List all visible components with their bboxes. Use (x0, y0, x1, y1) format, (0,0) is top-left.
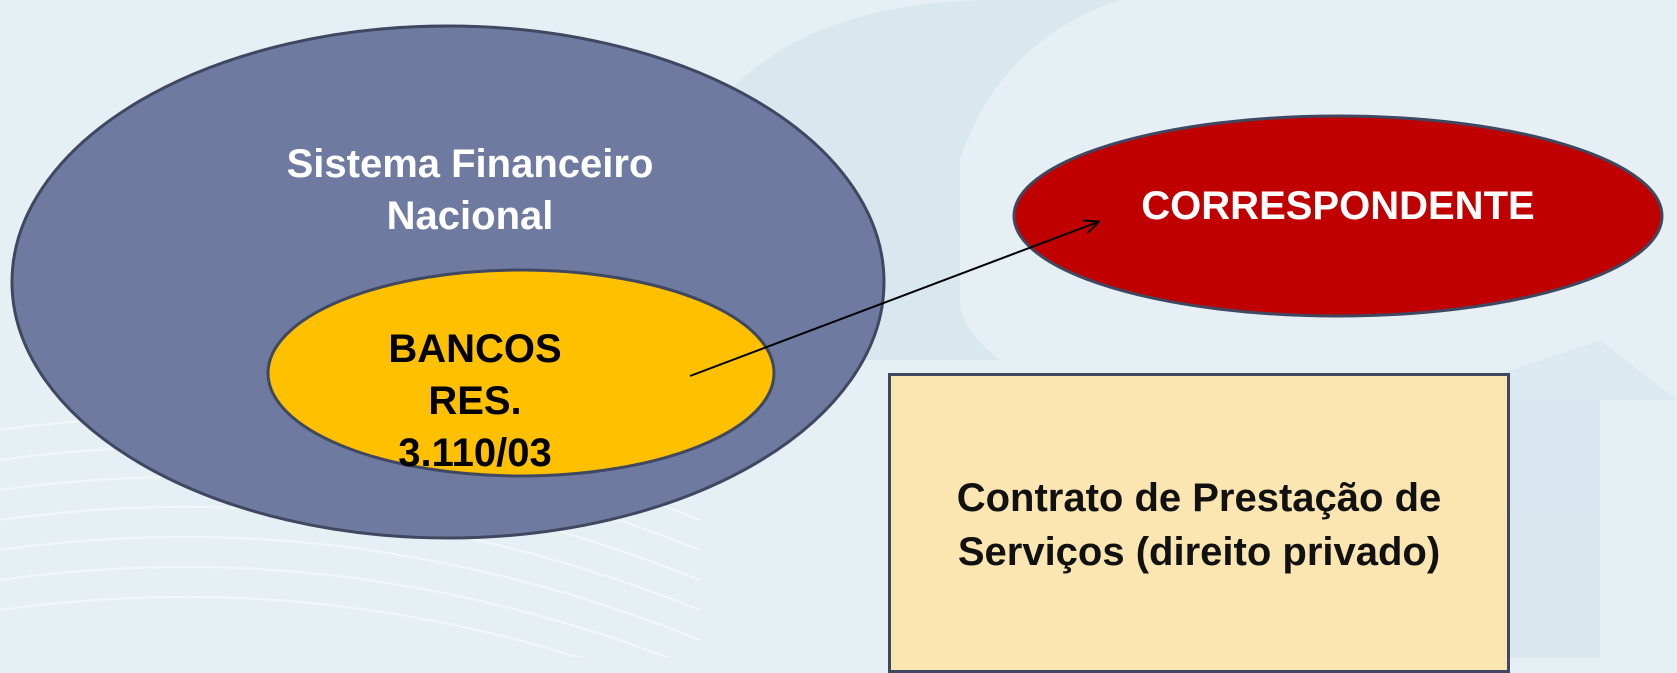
contract-label-line1: Contrato de Prestação de (956, 476, 1442, 520)
bancos-label: BANCOS RES. 3.110/03 (355, 323, 595, 479)
contract-box: Contrato de Prestação de Serviços (direi… (888, 373, 1510, 673)
correspondente-ellipse (1012, 114, 1664, 318)
sfn-label: Sistema Financeiro Nacional (250, 138, 690, 242)
bancos-label-line1: BANCOS (388, 327, 562, 371)
relationship-arrow (689, 222, 1098, 377)
correspondente-label: CORRESPONDENTE (1141, 184, 1535, 228)
contract-label: Contrato de Prestação de Serviços (direi… (891, 471, 1507, 579)
sfn-label-line2: Nacional (386, 194, 554, 238)
bancos-label-line2: RES. 3.110/03 (398, 379, 552, 475)
sfn-label-line1: Sistema Financeiro (286, 142, 654, 186)
bancos-ellipse (266, 268, 776, 478)
relationship-diagram (10, 24, 1664, 540)
contract-label-line2: Serviços (direito privado) (957, 530, 1441, 574)
